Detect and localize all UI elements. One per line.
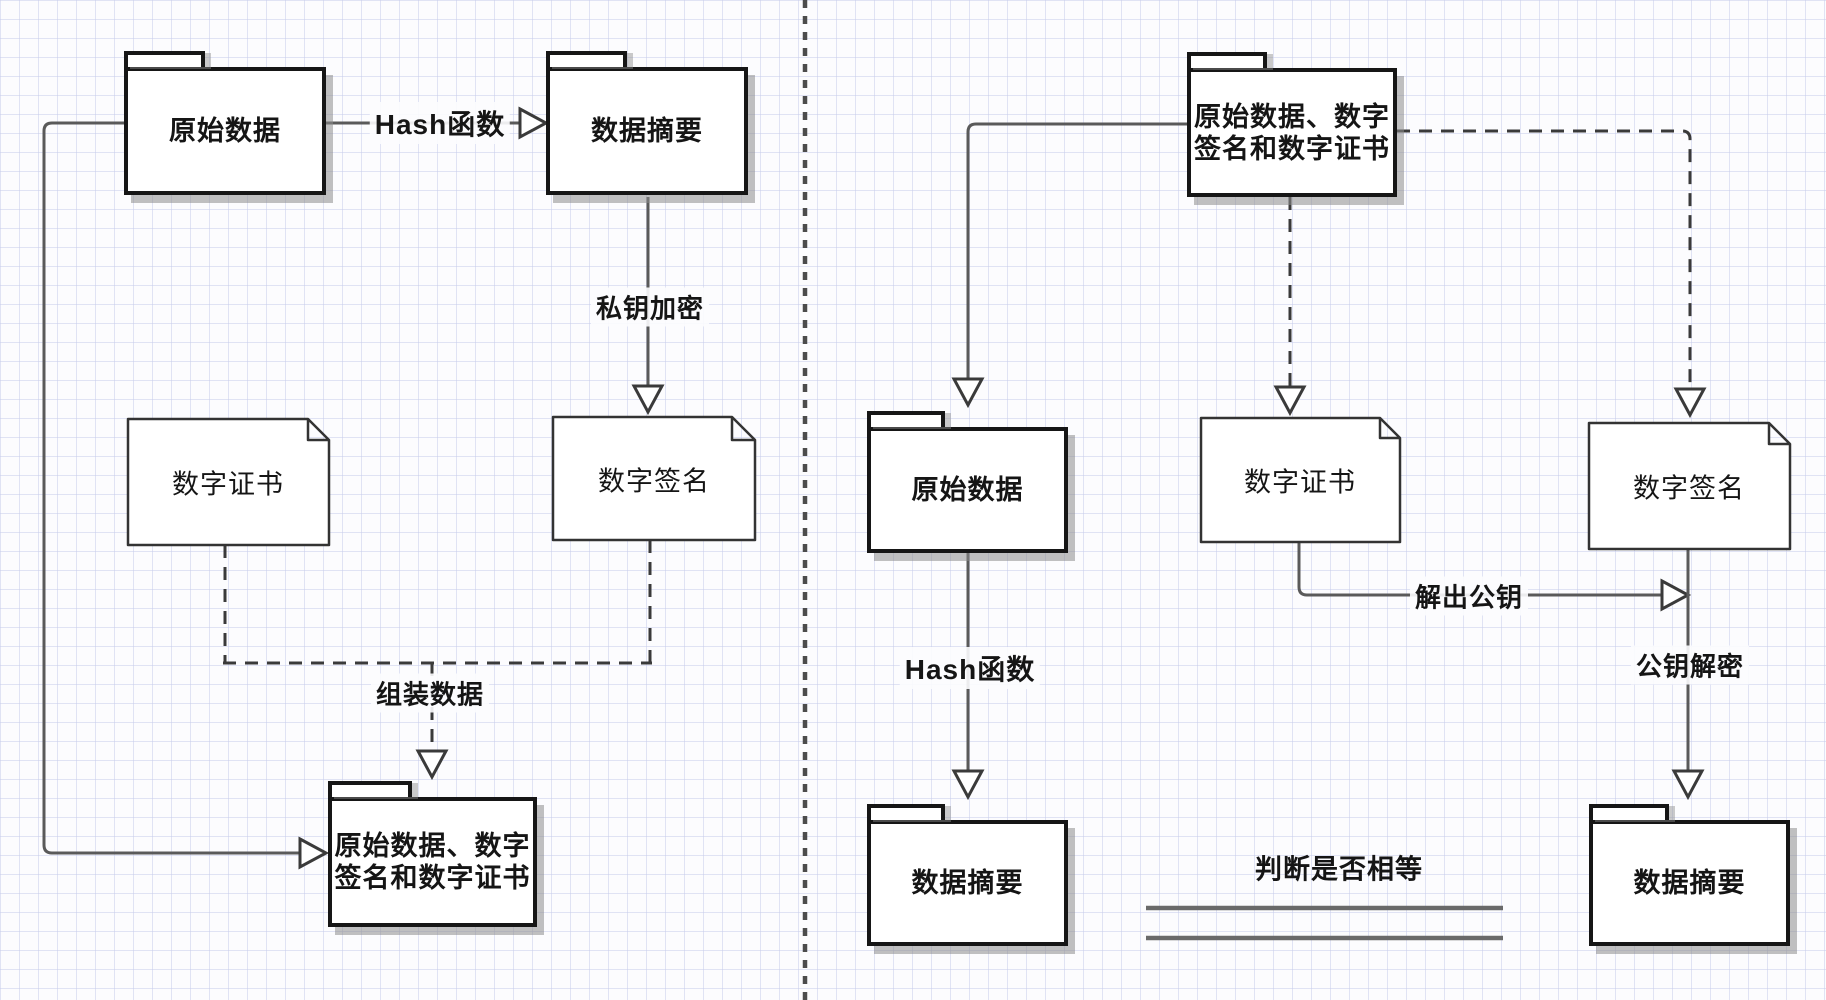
node-label: 原始数据、数字 签名和数字证书 — [1194, 101, 1390, 165]
node-original-data-right: 原始数据 — [867, 411, 1068, 553]
node-label-digital-signature-left: 数字签名 — [598, 466, 710, 497]
folder-tab-icon — [1589, 804, 1669, 820]
arrowhead-right-icon — [298, 836, 330, 870]
arrowhead-down-icon — [1671, 769, 1705, 801]
node-data-digest-decrypt: 数据摘要 — [1589, 804, 1790, 946]
node-digital-signature-right — [1587, 421, 1792, 551]
node-label: 原始数据 — [911, 475, 1024, 505]
edge-label-hash-left: Hash函数 — [369, 102, 511, 144]
node-label: 原始数据 — [169, 116, 281, 146]
arrowhead-down-icon — [1673, 387, 1707, 419]
node-label: 数据摘要 — [1633, 868, 1746, 898]
node-label: 原始数据、数字 签名和数字证书 — [335, 830, 531, 894]
arrowhead-down-icon — [951, 377, 985, 409]
node-assembled-package-left: 原始数据、数字 签名和数字证书 — [328, 781, 537, 927]
folder-tab-icon — [546, 51, 627, 67]
folder-tab-icon — [867, 804, 945, 820]
node-label-line1: 原始数据、数字 — [334, 831, 531, 861]
node-assembled-package-right: 原始数据、数字 签名和数字证书 — [1187, 52, 1397, 197]
folder-tab-icon — [1187, 52, 1267, 68]
node-label: 数据摘要 — [911, 868, 1024, 898]
node-label-line2: 签名和数字证书 — [334, 863, 531, 893]
edge-assembled-to-signature — [1397, 129, 1692, 388]
edge-assemble-dashed — [223, 540, 652, 748]
node-original-data-left: 原始数据 — [124, 51, 326, 195]
edge-assembled-to-original — [966, 122, 1187, 378]
node-label-digital-certificate-left: 数字证书 — [172, 469, 284, 500]
folder-tab-icon — [328, 781, 412, 797]
edge-extract-public-key — [1297, 542, 1662, 597]
folder-tab-icon — [124, 51, 205, 67]
edge-label-extract-public-key: 解出公钥 — [1409, 576, 1529, 616]
node-label-digital-certificate-right: 数字证书 — [1244, 467, 1356, 498]
compare-equal-label: 判断是否相等 — [1255, 854, 1423, 885]
edge-label-public-key-decrypt: 公钥解密 — [1630, 645, 1750, 685]
node-label-line1: 原始数据、数字 — [1194, 101, 1390, 132]
node-digital-signature-left — [551, 415, 757, 542]
node-data-digest-left: 数据摘要 — [546, 51, 748, 195]
edge-label-assemble-data: 组装数据 — [370, 673, 490, 713]
edge-label-hash-right: Hash函数 — [899, 647, 1041, 689]
node-digital-certificate-right — [1199, 416, 1402, 544]
folder-tab-icon — [867, 411, 945, 427]
arrowhead-right-icon — [1660, 578, 1692, 612]
node-label-digital-signature-right: 数字签名 — [1633, 473, 1745, 504]
edge-label-private-key-encrypt: 私钥加密 — [590, 287, 710, 327]
arrowhead-down-icon — [631, 384, 665, 416]
arrowhead-down-icon — [415, 749, 449, 781]
arrowhead-right-icon — [518, 106, 550, 140]
arrowhead-down-icon — [1273, 385, 1307, 417]
node-label: 数据摘要 — [591, 116, 703, 146]
node-digital-certificate-left — [126, 417, 331, 547]
edge-original-to-assembled — [42, 121, 300, 855]
arrowhead-down-icon — [951, 769, 985, 801]
node-label-line2: 签名和数字证书 — [1194, 133, 1390, 164]
node-data-digest-hash: 数据摘要 — [867, 804, 1068, 946]
